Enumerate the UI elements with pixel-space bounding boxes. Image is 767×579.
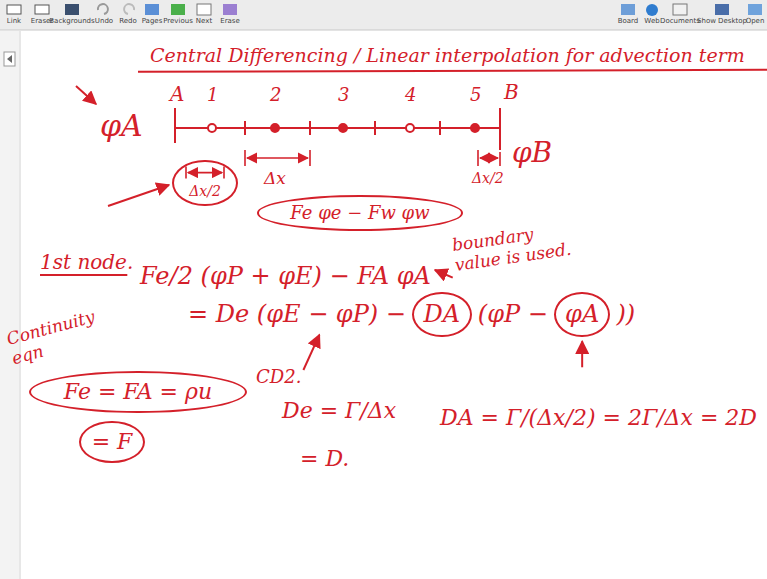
collapse-button bbox=[4, 52, 15, 66]
note: CD2. bbox=[256, 366, 301, 388]
toolbar-label: Board bbox=[618, 17, 639, 25]
node-number: 2 bbox=[270, 84, 281, 106]
circled-text: Δx/2 bbox=[189, 183, 221, 200]
equation: De = Γ/Δx bbox=[282, 398, 396, 424]
dimension-label: Δx bbox=[264, 168, 286, 188]
equation: (φP − bbox=[478, 300, 548, 329]
circled-term: DA bbox=[412, 292, 472, 338]
pointer-arrow bbox=[108, 185, 169, 206]
circled-text: Fe = FA = ρu bbox=[64, 379, 212, 405]
toolbar-edge bbox=[0, 30, 767, 31]
toolbar-label: Redo bbox=[119, 17, 137, 25]
circled-equation: Fe = FA = ρu bbox=[29, 371, 248, 413]
toolbar bbox=[0, 0, 767, 30]
circled-result: = F bbox=[79, 421, 145, 463]
node-number: 3 bbox=[338, 84, 349, 106]
toolbar-label: Pages bbox=[142, 17, 163, 25]
note: Continuity eqn bbox=[4, 304, 111, 369]
circled-expression: Fe φe − Fw φw bbox=[257, 195, 463, 230]
toolbar-label: Undo bbox=[95, 17, 113, 25]
boundary-name: B bbox=[504, 80, 519, 104]
heading-underline bbox=[40, 274, 127, 276]
circled-dimension: Δx/2 bbox=[172, 160, 238, 207]
note: boundary value is used. bbox=[451, 217, 585, 275]
boundary-name: A bbox=[170, 82, 184, 106]
pointer-arrow bbox=[581, 341, 583, 367]
toolbar-label: Erase bbox=[220, 17, 240, 25]
boundary-value: φB bbox=[512, 136, 552, 170]
pointer-arrow bbox=[435, 270, 453, 278]
toolbar-icons bbox=[7, 4, 762, 16]
toolbar-label: Backgrounds bbox=[49, 17, 94, 25]
grid-nodes bbox=[208, 124, 479, 132]
dimension-arrow bbox=[245, 150, 500, 166]
dimension-arrow bbox=[188, 172, 222, 174]
circled-text: φA bbox=[565, 300, 599, 329]
node-number: 5 bbox=[470, 84, 481, 106]
node-number: 1 bbox=[207, 84, 218, 106]
toolbar-label: Web bbox=[644, 17, 659, 25]
title-underline bbox=[138, 70, 767, 72]
equation: DA = Γ/(Δx/2) = 2Γ/Δx = 2D bbox=[440, 405, 757, 431]
page-edge bbox=[20, 31, 21, 579]
pointer-arrow bbox=[76, 86, 96, 104]
node-number: 4 bbox=[405, 84, 416, 106]
equation: )) bbox=[616, 300, 635, 329]
circled-text: DA bbox=[424, 300, 461, 329]
page-title: Central Differencing / Linear interpolat… bbox=[150, 44, 745, 67]
toolbar-label: Previous bbox=[163, 17, 193, 25]
collapse-arrow bbox=[7, 55, 12, 63]
toolbar-label: Link bbox=[7, 17, 21, 25]
dimension-label: Δx/2 bbox=[472, 170, 504, 187]
note-heading: 1st node. bbox=[40, 250, 133, 274]
toolbar-label: Show Desktop bbox=[697, 17, 747, 25]
toolbar-label: Documents bbox=[660, 17, 700, 25]
equation: Fe/2 (φP + φE) − FA φA bbox=[140, 262, 431, 291]
circled-term: φA bbox=[554, 292, 610, 338]
circled-text: = F bbox=[92, 429, 133, 455]
toolbar-label: Next bbox=[196, 17, 212, 25]
grid-line bbox=[175, 108, 500, 150]
boundary-value: φA bbox=[100, 108, 143, 144]
toolbar-label: Open bbox=[746, 17, 765, 25]
side-strip bbox=[0, 31, 19, 579]
equation: = De (φE − φP) − bbox=[188, 300, 406, 329]
pointer-arrow bbox=[303, 335, 319, 370]
circled-text: Fe φe − Fw φw bbox=[290, 202, 429, 224]
dimension-tick bbox=[185, 167, 187, 179]
dimension-tick bbox=[223, 167, 225, 179]
equation: = D. bbox=[300, 446, 349, 472]
